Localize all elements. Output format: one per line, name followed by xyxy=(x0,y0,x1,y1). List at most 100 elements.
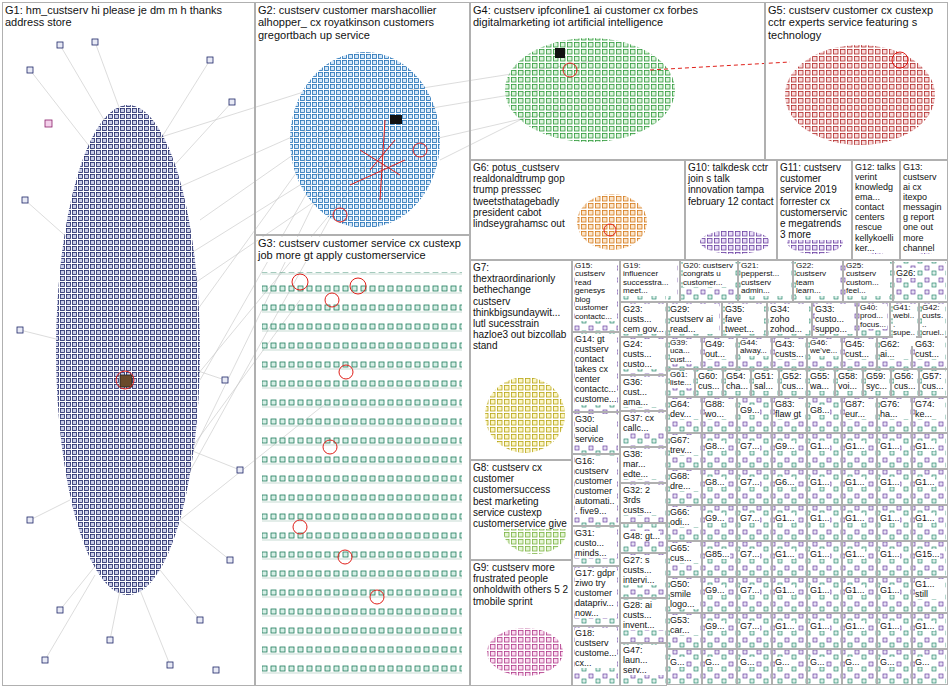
group-label: G1... xyxy=(880,585,900,595)
group-box: G7... xyxy=(737,613,772,649)
group-box: G54: cha... xyxy=(723,369,751,397)
group-box: G1... xyxy=(877,613,912,649)
group-label: G1... xyxy=(775,513,795,523)
highlight-lines xyxy=(325,293,339,307)
isolated-vertices xyxy=(222,377,228,383)
group-label: G1... xyxy=(880,549,900,559)
highlight-lines xyxy=(413,143,427,157)
group-label: G15... xyxy=(915,549,940,559)
group-label: G7... xyxy=(740,585,760,595)
group-box: G41: webi... supe... xyxy=(890,302,919,337)
group-box: G47: laun... serv... xyxy=(620,643,667,686)
group-label: G11: custserv customer service 2019 forr… xyxy=(780,162,849,240)
cluster-shapes xyxy=(785,45,935,145)
group-box: G28: ai custs... invent... xyxy=(620,598,667,643)
group-label: G8... xyxy=(705,441,725,451)
cluster-shapes xyxy=(668,262,946,684)
highlight-lines xyxy=(350,278,366,294)
group-label: G8: custserv cx customer customersuccess… xyxy=(473,462,569,529)
group-label: G7... xyxy=(740,549,760,559)
group-box: G21: pepperst... custserv admin... xyxy=(738,260,793,302)
group-box: G1... xyxy=(807,577,842,613)
group-box: G65: cus... xyxy=(667,541,702,577)
group-box: G1... xyxy=(807,469,842,505)
group-box: G8... xyxy=(807,397,842,433)
isolated-vertices xyxy=(42,657,48,663)
group-box: G6... xyxy=(772,469,807,505)
group-box: G62: ai... xyxy=(877,337,912,369)
highlight-lines xyxy=(563,63,577,77)
group-box: G51: sal... xyxy=(751,369,779,397)
group-label: G1... xyxy=(775,621,795,631)
group-label: G45: cust... xyxy=(845,339,874,359)
cluster-shapes xyxy=(56,105,200,595)
group-label: G7: thextraordinarionly bethechange cust… xyxy=(473,262,569,352)
cluster-shapes xyxy=(485,377,565,453)
group-box: G17: gdpr ziwo try customer datapriv... … xyxy=(572,566,620,626)
group-label: G62: ai... xyxy=(880,339,909,359)
group-label: G35: fave tweet... xyxy=(725,304,764,334)
group-box: G5: custserv customer cx custexp cctr ex… xyxy=(765,2,948,160)
group-box: G85... xyxy=(702,541,737,577)
group-label: G25: custserv custom... feel... xyxy=(846,262,890,296)
group-box: G59: syc... xyxy=(863,369,891,397)
group-box: G9... xyxy=(702,505,737,541)
group-box: G67: trev... xyxy=(667,433,702,469)
group-box: G29: custserv ai read... xyxy=(667,302,722,337)
inter-cluster-lines xyxy=(190,450,240,470)
group-box: G49: out... xyxy=(702,337,737,369)
group-box: G42: custs... cruel... xyxy=(919,302,948,337)
group-box: G... xyxy=(772,649,807,685)
group-box: G52: cus... xyxy=(779,369,807,397)
group-label: G65: cus... xyxy=(670,543,699,563)
isolated-vertices xyxy=(45,120,52,127)
highlight-lines xyxy=(339,365,353,379)
group-box: G63: cust... xyxy=(912,337,948,369)
isolated-vertices xyxy=(27,517,33,523)
group-label: G7... xyxy=(740,513,760,523)
group-label: G1... still xyxy=(915,579,945,599)
group-box: G1... xyxy=(842,505,877,541)
group-label: G34: zoho zohod... xyxy=(770,304,809,334)
group-label: G27: s custs... intervi... xyxy=(623,555,664,585)
group-label: G52: cus... xyxy=(782,371,804,391)
group-box: G1: hm_custserv hi please je dm m h than… xyxy=(2,2,255,686)
group-box: G6: potus_custserv realdonaldtrump gop t… xyxy=(470,160,685,260)
inter-cluster-lines xyxy=(180,520,230,560)
group-label: G47: laun... serv... xyxy=(623,645,664,675)
group-label: G3: custserv customer service cx custexp… xyxy=(258,237,467,262)
group-label: G51: sal... xyxy=(754,371,776,391)
group-label: G68: dre... xyxy=(670,471,699,491)
isolated-vertices xyxy=(213,667,219,673)
group-label: G22: custserv team learn... xyxy=(796,262,840,296)
group-box: G... xyxy=(842,649,877,685)
group-box: G40: prod... focus... xyxy=(857,302,890,337)
group-box: G1... xyxy=(772,505,807,541)
group-box: G16: custserv customer customer automati… xyxy=(572,454,620,526)
group-label: G1... xyxy=(810,477,830,487)
group-label: G4: custserv ipfconline1 ai customer cx … xyxy=(473,4,762,29)
group-label: G29: custserv ai read... xyxy=(670,304,719,334)
group-box: G1... xyxy=(912,469,948,505)
group-box: G... xyxy=(737,649,772,685)
group-box: G1... xyxy=(877,433,912,469)
group-box: G1... xyxy=(842,469,877,505)
group-box: G1... xyxy=(877,505,912,541)
group-label: G58: voi... xyxy=(838,371,860,391)
group-label: G48: gt... xyxy=(623,531,660,541)
group-label: G50: smile logo... xyxy=(670,579,699,609)
group-label: G12: talks verint knowledgema... contact… xyxy=(855,162,897,253)
group-box: G... xyxy=(877,649,912,685)
group-box: G1... xyxy=(807,505,842,541)
group-box: G46: we've... xyxy=(807,337,842,369)
group-label: G9... xyxy=(705,513,725,523)
group-box: G27: s custs... intervi... xyxy=(620,553,667,598)
highlight-lines xyxy=(323,440,337,454)
isolated-vertices xyxy=(197,617,203,623)
group-label: G14: gt custserv contact takes cx center… xyxy=(575,334,617,405)
group-label: G... xyxy=(880,657,895,667)
group-label: G1... xyxy=(915,621,935,631)
group-box: G... xyxy=(807,649,842,685)
group-box: G50: smile logo... xyxy=(667,577,702,613)
group-label: G83: flaw gt xyxy=(775,399,804,419)
